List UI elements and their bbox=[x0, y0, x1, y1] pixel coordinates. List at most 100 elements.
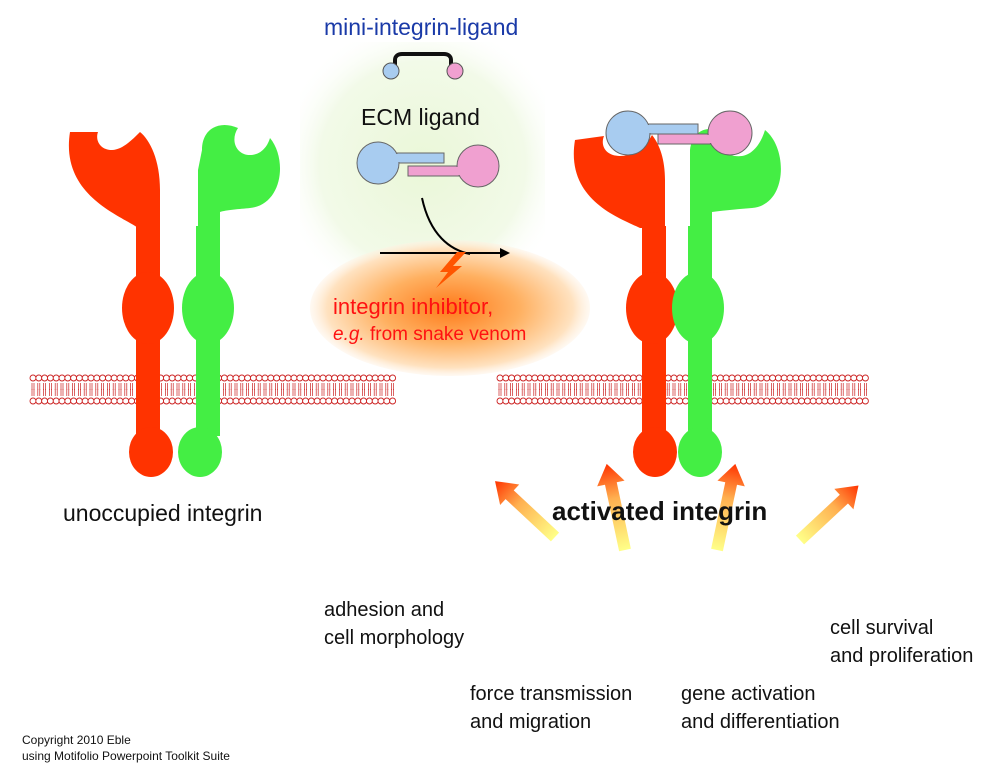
inhibitor-label: integrin inhibitor, bbox=[333, 294, 494, 319]
lipid-head bbox=[722, 397, 730, 405]
lipid-head bbox=[519, 397, 527, 405]
lipid-head bbox=[780, 397, 788, 405]
lipid-head bbox=[728, 397, 736, 405]
lipid-head bbox=[35, 397, 43, 405]
lipid-head bbox=[624, 374, 632, 382]
lipid-tail bbox=[527, 383, 531, 390]
lipid-tail bbox=[31, 389, 35, 396]
lipid-head bbox=[278, 374, 286, 382]
lipid-tail bbox=[742, 383, 745, 390]
lipid-tail bbox=[60, 389, 64, 396]
lipid-tail bbox=[771, 389, 774, 396]
lipid-head bbox=[850, 397, 858, 405]
lipid-head bbox=[629, 374, 637, 382]
lipid-head bbox=[635, 374, 643, 382]
lipid-tail bbox=[545, 383, 548, 390]
outcome-line: adhesion and bbox=[324, 599, 445, 621]
lipid-tail bbox=[269, 389, 273, 396]
lipid-tail bbox=[562, 383, 566, 390]
lipid-head bbox=[560, 374, 568, 382]
lipid-head bbox=[589, 397, 597, 405]
lipid-head bbox=[508, 374, 516, 382]
lipid-tail bbox=[182, 383, 186, 390]
lipid-head bbox=[284, 374, 292, 382]
lipid-head bbox=[600, 397, 608, 405]
lipid-tail bbox=[603, 383, 606, 390]
lipid-tail bbox=[521, 389, 525, 396]
lipid-head bbox=[273, 374, 281, 382]
lipid-tail bbox=[672, 389, 676, 396]
lipid-head bbox=[792, 397, 800, 405]
lipid-tail bbox=[54, 383, 58, 390]
lipid-tail bbox=[310, 389, 313, 396]
lipid-head bbox=[728, 374, 736, 382]
outcome-line: and proliferation bbox=[830, 645, 974, 667]
lipid-tail bbox=[585, 389, 589, 396]
lipid-head bbox=[307, 397, 315, 405]
lipid-head bbox=[244, 397, 252, 405]
lipid-head bbox=[174, 374, 182, 382]
lipid-tail bbox=[304, 389, 307, 396]
lipid-tail bbox=[83, 389, 87, 396]
outcome-arrow-force bbox=[597, 463, 631, 552]
lipid-head bbox=[377, 397, 385, 405]
lipid-tail bbox=[829, 389, 832, 396]
lipid-head bbox=[827, 374, 835, 382]
lipid-head bbox=[162, 397, 170, 405]
lipid-tail bbox=[765, 389, 769, 396]
lipid-head bbox=[255, 374, 263, 382]
lipid-head bbox=[296, 397, 304, 405]
lipid-head bbox=[383, 397, 391, 405]
lipid-tail bbox=[49, 389, 52, 396]
lipid-tail bbox=[188, 389, 191, 396]
lipid-head bbox=[548, 397, 556, 405]
lipid-tail bbox=[223, 389, 226, 396]
lipid-head bbox=[128, 397, 136, 405]
copyright-line: Copyright 2010 Eble bbox=[22, 733, 131, 747]
lipid-tail bbox=[89, 389, 93, 396]
lipid-head bbox=[360, 374, 368, 382]
lipid-tail bbox=[806, 383, 809, 390]
lipid-head bbox=[711, 397, 719, 405]
lipid-head bbox=[180, 374, 188, 382]
lipid-tail bbox=[188, 383, 191, 390]
lipid-tail bbox=[637, 383, 641, 390]
lipid-tail bbox=[591, 383, 595, 390]
lipid-head bbox=[595, 374, 603, 382]
lipid-tail bbox=[730, 383, 734, 390]
lipid-tail bbox=[43, 389, 46, 396]
lipid-tail bbox=[350, 383, 354, 390]
copyright: Copyright 2010 Eble using Motifolio Powe… bbox=[22, 732, 230, 764]
lipid-head bbox=[58, 397, 66, 405]
lipid-tail bbox=[89, 383, 93, 390]
lipid-tail bbox=[597, 383, 600, 390]
lipid-tail bbox=[101, 389, 104, 396]
lipid-head bbox=[786, 397, 794, 405]
lipid-tail bbox=[269, 383, 273, 390]
alpha-tail-right bbox=[633, 427, 677, 477]
lipid-tail bbox=[753, 389, 757, 396]
lipid-tail bbox=[112, 383, 116, 390]
lipid-head bbox=[128, 374, 136, 382]
lipid-head bbox=[249, 374, 257, 382]
lipid-head bbox=[336, 374, 344, 382]
beta-subunit-right bbox=[672, 128, 781, 477]
lipid-tail bbox=[800, 389, 803, 396]
lipid-head bbox=[104, 397, 112, 405]
lipid-head bbox=[757, 374, 765, 382]
lipid-head bbox=[75, 374, 83, 382]
lightning-bolt-icon bbox=[436, 252, 466, 288]
lipid-head bbox=[81, 397, 89, 405]
lipid-head bbox=[542, 397, 550, 405]
lipid-head bbox=[821, 374, 829, 382]
lipid-head bbox=[716, 374, 724, 382]
lipid-tail bbox=[724, 389, 728, 396]
lipid-tail bbox=[379, 383, 383, 390]
lipid-head bbox=[629, 397, 637, 405]
lipid-tail bbox=[95, 383, 99, 390]
lipid-tail bbox=[72, 389, 75, 396]
lipid-tail bbox=[373, 383, 377, 390]
alpha-subunit-left bbox=[68, 132, 174, 477]
lipid-tail bbox=[246, 383, 249, 390]
lipid-head bbox=[104, 374, 112, 382]
